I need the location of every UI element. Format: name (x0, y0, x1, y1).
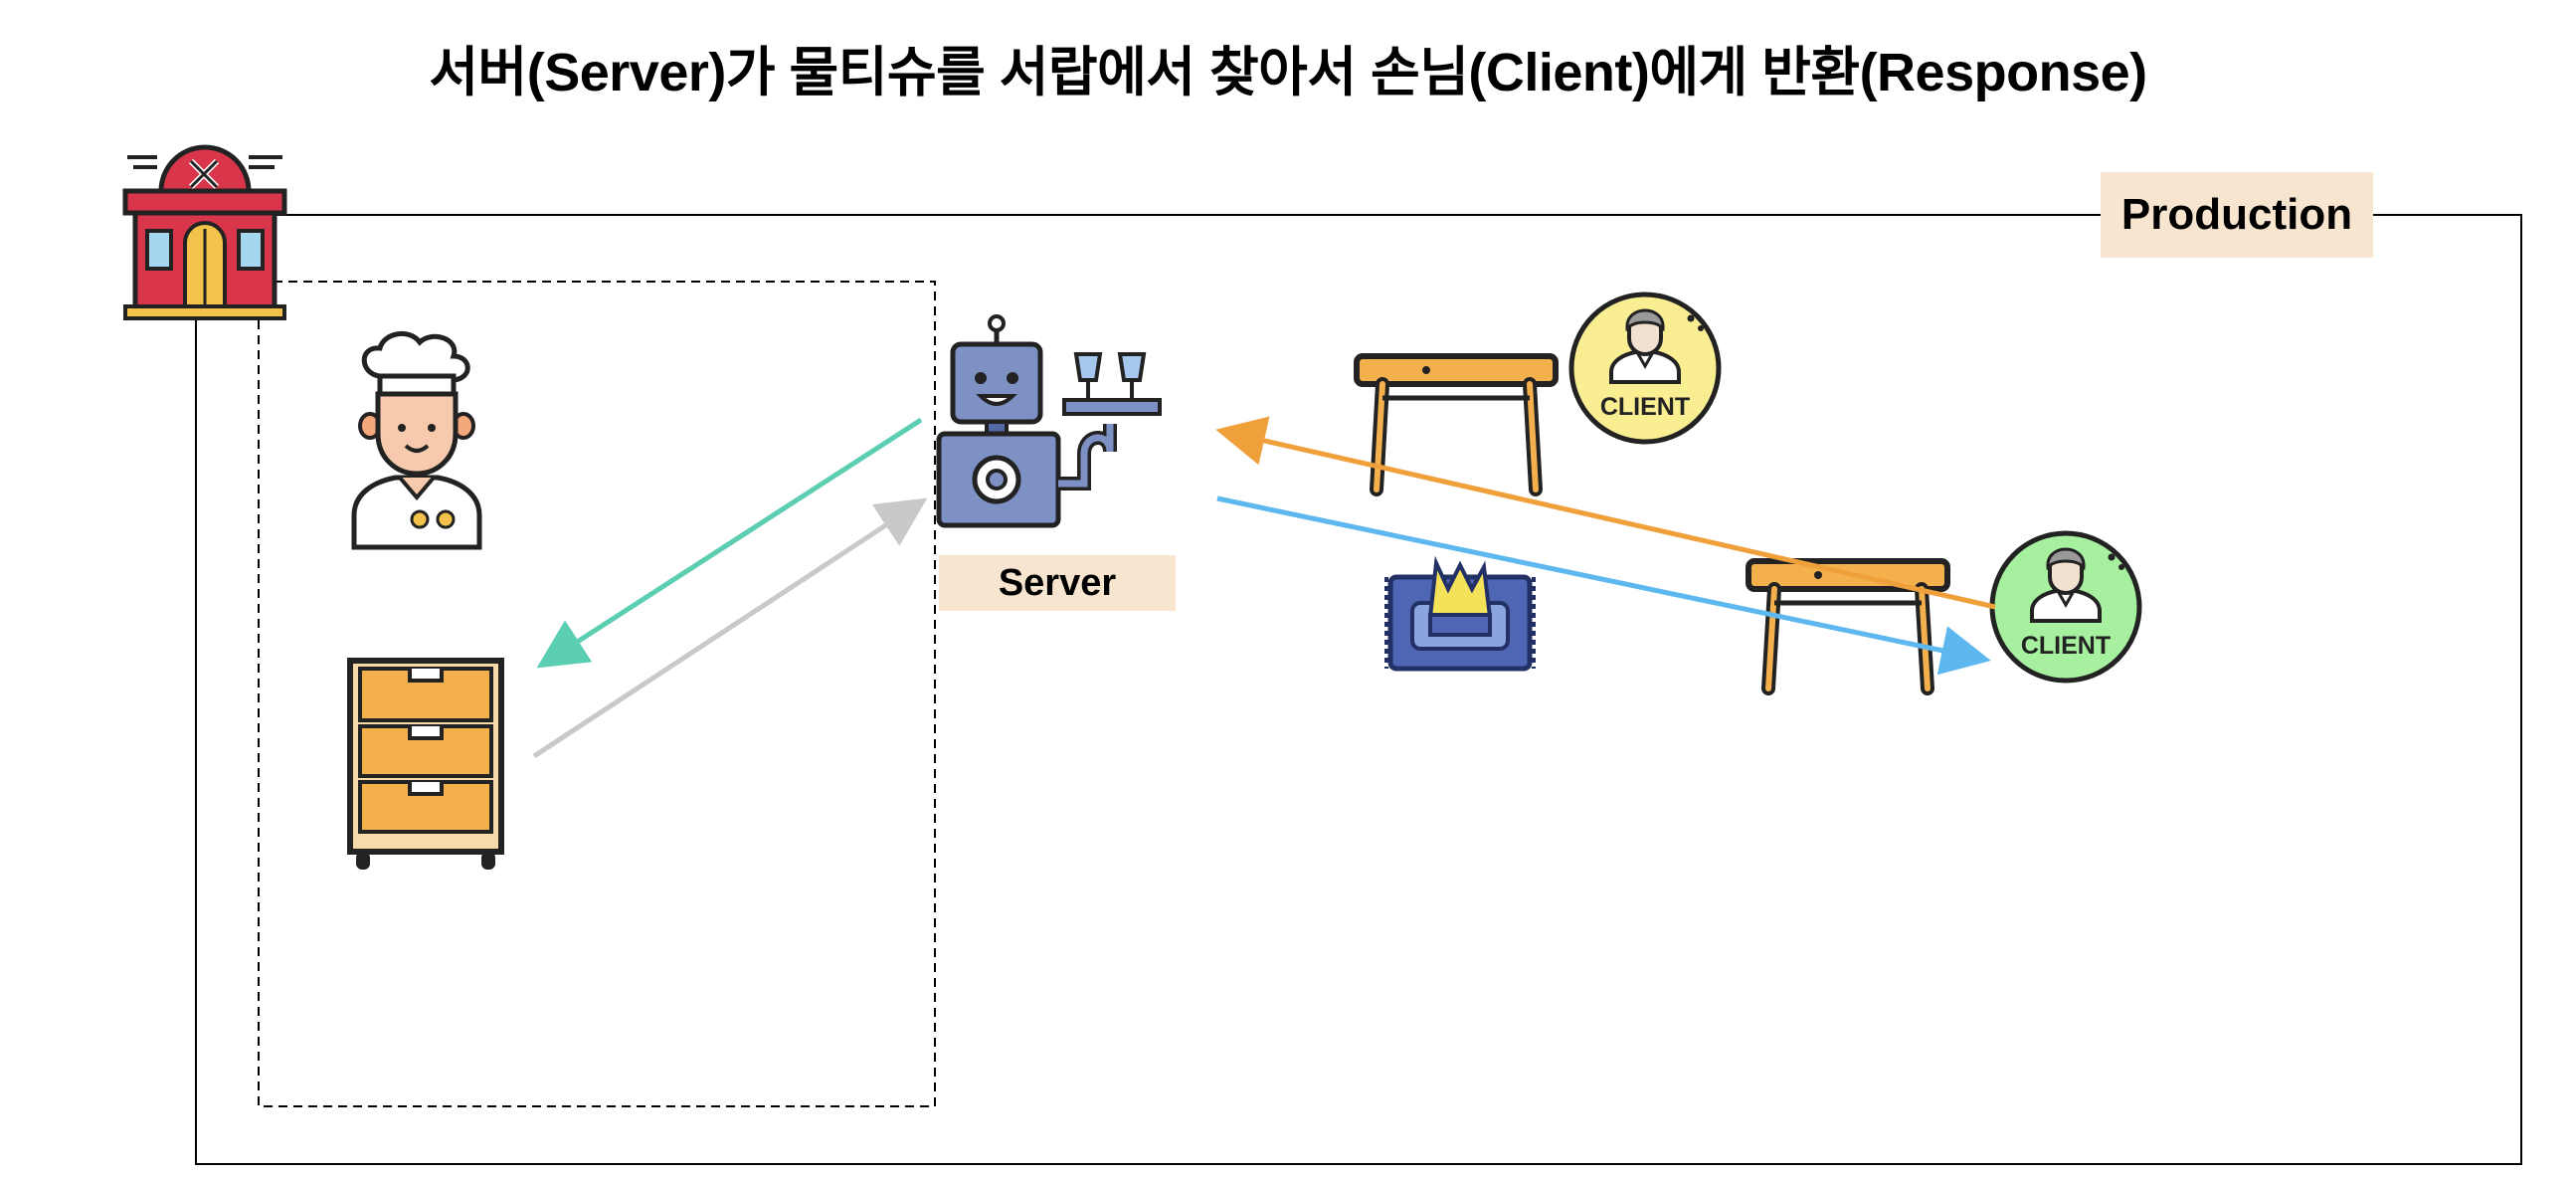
client-label: CLIENT (1600, 393, 1690, 421)
arrow-server-to-client (1216, 495, 1991, 676)
robot-server-icon (936, 314, 1162, 528)
page-title: 서버(Server)가 물티슈를 서랍에서 찾아서 손님(Client)에게 반… (429, 43, 2147, 102)
kitchen-area (258, 281, 936, 1107)
table-icon (1746, 558, 1950, 695)
table-icon (1354, 353, 1559, 496)
client-label: CLIENT (2021, 632, 2111, 660)
drawer-cabinet-icon (347, 658, 504, 870)
arrow-client-to-server (1215, 416, 1996, 610)
wet-tissue-icon (1384, 555, 1536, 672)
arrow-drawer-to-server (532, 497, 928, 759)
production-frame (195, 214, 2522, 1165)
client-icon: CLIENT (1568, 292, 1722, 445)
production-label: Production (2101, 172, 2373, 258)
arrow-server-to-drawer (536, 417, 923, 669)
restaurant-icon (122, 144, 287, 320)
server-label: Server (939, 555, 1176, 611)
client-icon: CLIENT (1989, 530, 2142, 684)
chef-icon (351, 331, 482, 550)
